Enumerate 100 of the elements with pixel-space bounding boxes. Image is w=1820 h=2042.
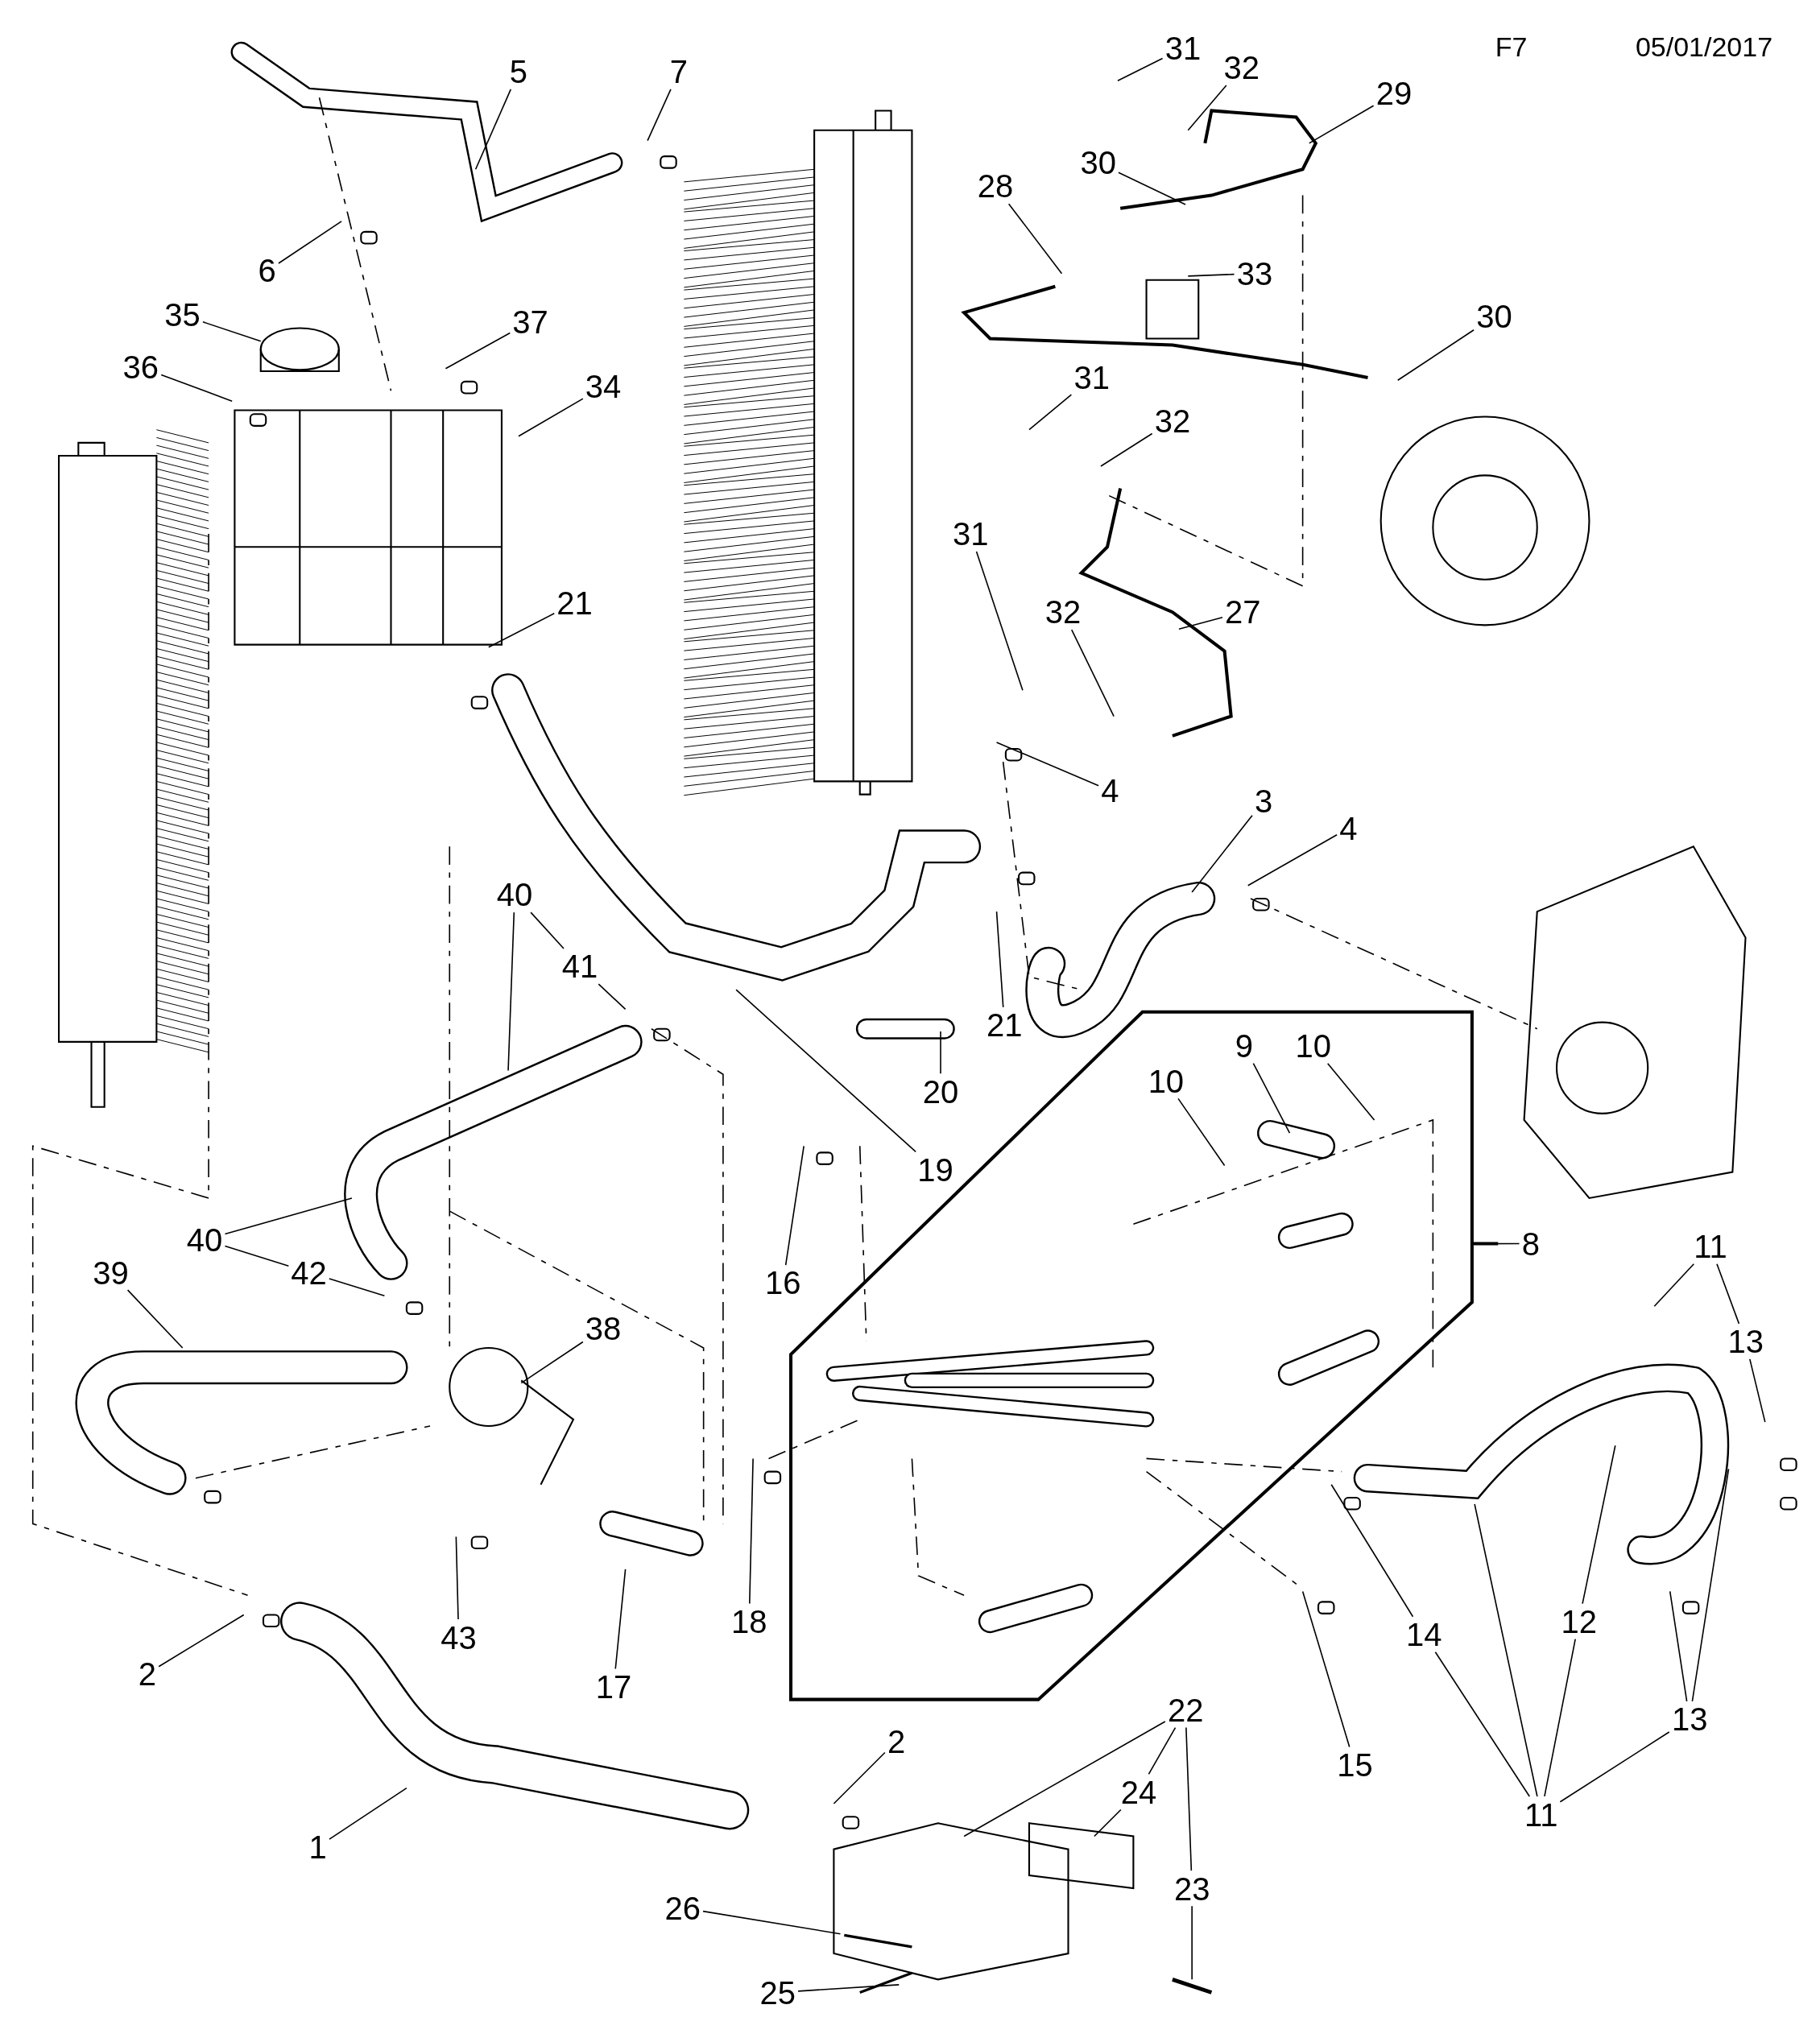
- leader-line: [1544, 1638, 1576, 1797]
- callout-number: 28: [974, 168, 1016, 205]
- leader-line: [1301, 1590, 1351, 1748]
- leader-line: [224, 1245, 290, 1267]
- leader-line: [1028, 394, 1073, 431]
- leader-line: [1148, 1726, 1177, 1775]
- callout-number: 31: [1071, 360, 1112, 396]
- callout-number: 31: [1162, 30, 1204, 66]
- callout-number: 14: [1403, 1617, 1445, 1653]
- leader-line: [1691, 1468, 1730, 1702]
- callout-number: 16: [763, 1265, 804, 1301]
- leader-line: [202, 321, 262, 342]
- leader-line: [940, 1031, 941, 1075]
- callout-number: 39: [90, 1255, 131, 1291]
- callout-number: 31: [949, 516, 991, 552]
- leader-line: [520, 1341, 584, 1384]
- callout-number: 1: [306, 1829, 329, 1865]
- leader-line: [1187, 85, 1227, 131]
- callout-number: 10: [1293, 1028, 1334, 1064]
- callout-number: 19: [915, 1151, 956, 1188]
- leader-line: [995, 742, 1099, 787]
- leader-line: [278, 221, 342, 264]
- callout-number: 3: [1252, 783, 1276, 819]
- leader-line: [797, 1984, 900, 1992]
- callout-number: 43: [438, 1619, 479, 1656]
- leader-line: [1330, 1483, 1414, 1618]
- leader-line: [1396, 329, 1475, 382]
- leader-line: [1669, 1590, 1688, 1702]
- leader-line: [1749, 1358, 1766, 1423]
- callout-number: 13: [1669, 1701, 1710, 1738]
- leader-line: [784, 1145, 805, 1266]
- leader-line: [1187, 273, 1235, 277]
- callout-number: 11: [1522, 1796, 1561, 1833]
- leader-line: [474, 89, 512, 171]
- leader-line: [1308, 105, 1375, 144]
- leader-line: [1434, 1651, 1531, 1797]
- leader-line: [1252, 1062, 1291, 1134]
- leader-line: [445, 332, 511, 370]
- callout-number: 30: [1474, 299, 1515, 335]
- leader-line: [995, 911, 1004, 1008]
- callout-number: 21: [554, 585, 595, 621]
- callout-number: 23: [1172, 1870, 1213, 1907]
- leader-line: [598, 983, 627, 1011]
- leader-line: [518, 398, 584, 437]
- leader-line: [1716, 1263, 1740, 1325]
- leader-line: [1247, 833, 1338, 887]
- callout-number: 6: [255, 253, 279, 289]
- callout-number: 11: [1691, 1229, 1730, 1265]
- callout-number: 32: [1042, 594, 1084, 630]
- callout-number: 29: [1373, 76, 1415, 112]
- callout-number: 10: [1145, 1063, 1187, 1099]
- callout-number: 35: [162, 297, 203, 333]
- callout-number: 27: [1222, 594, 1264, 630]
- callout-number: 25: [757, 1975, 799, 2011]
- leader-line: [1653, 1263, 1695, 1307]
- callout-number: 26: [662, 1891, 703, 1926]
- callout-number: 18: [728, 1604, 770, 1640]
- callout-number: 2: [135, 1656, 159, 1692]
- callout-number: 41: [559, 949, 601, 985]
- leader-line: [455, 1536, 459, 1620]
- callout-number: 33: [1234, 255, 1276, 291]
- leader-line: [158, 1614, 245, 1668]
- leader-line: [1559, 1731, 1670, 1803]
- callout-number: 8: [1519, 1226, 1542, 1262]
- callout-number: 13: [1725, 1324, 1767, 1360]
- callout-number: 22: [1164, 1693, 1206, 1729]
- leader-line: [1185, 1726, 1193, 1871]
- callout-number: 4: [1098, 772, 1122, 808]
- leader-line: [647, 89, 672, 142]
- callout-number: 40: [494, 877, 536, 913]
- leader-line: [1177, 1097, 1226, 1167]
- leader-line: [1178, 617, 1223, 630]
- leader-line: [1117, 57, 1164, 82]
- callout-number: 5: [507, 53, 530, 89]
- leader-line: [1007, 203, 1063, 275]
- callout-number: 12: [1558, 1604, 1599, 1640]
- sheet-code: F7: [1494, 31, 1528, 64]
- leader-line: [1191, 1905, 1193, 1981]
- leader-line: [1191, 814, 1253, 893]
- leader-line: [507, 911, 515, 1072]
- callout-number: 32: [1221, 50, 1262, 86]
- callout-number: 21: [984, 1007, 1025, 1044]
- callout-number: 9: [1232, 1028, 1256, 1064]
- leader-line: [1070, 629, 1115, 717]
- leader-line: [963, 1721, 1166, 1837]
- date-text: 05/01/2017: [1634, 31, 1774, 64]
- callout-number: 38: [582, 1311, 624, 1347]
- leader-line: [1118, 172, 1186, 205]
- callout-number: 34: [582, 369, 624, 405]
- leader-line: [329, 1787, 407, 1840]
- callout-number: 36: [120, 349, 161, 386]
- callout-number: 24: [1118, 1775, 1160, 1810]
- callout-number: 32: [1152, 403, 1193, 439]
- leader-line: [975, 551, 1024, 691]
- callout-number: 7: [667, 53, 690, 89]
- leader-line: [1094, 1808, 1122, 1837]
- leader-line: [735, 989, 916, 1153]
- leader-line: [1326, 1062, 1375, 1121]
- leader-line: [702, 1910, 842, 1935]
- callout-number: 42: [288, 1255, 329, 1291]
